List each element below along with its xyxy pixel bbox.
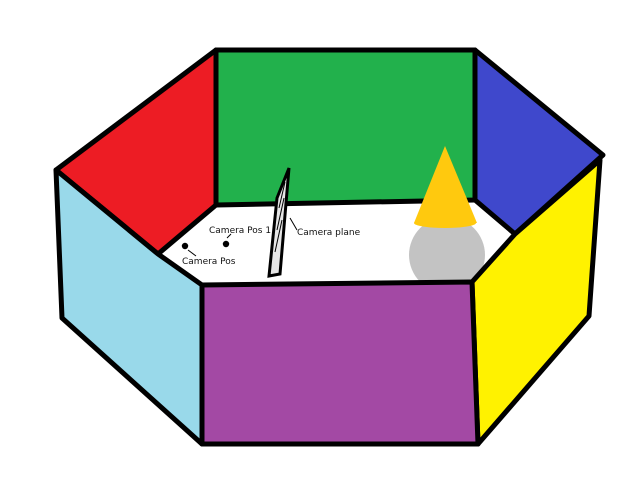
camera-pos-1-dot xyxy=(222,240,230,248)
camera-pos-leader xyxy=(187,249,197,257)
wall-front-right xyxy=(469,157,603,447)
camera-plane-leader xyxy=(289,217,298,231)
wall-front xyxy=(199,279,481,447)
camera-pos-dot xyxy=(181,242,189,250)
camera-plane-hatch xyxy=(278,181,286,209)
camera-pos-1-label: Camera Pos 1 xyxy=(209,226,271,236)
camera-pos-label: Camera Pos xyxy=(182,257,236,267)
camera-plane-hatch xyxy=(276,197,285,231)
camera-plane-hatch xyxy=(274,219,283,253)
sphere xyxy=(409,217,485,293)
cone xyxy=(414,146,477,223)
camera-plane-label: Camera plane xyxy=(297,228,361,238)
camera-pos-1-leader xyxy=(226,233,232,239)
